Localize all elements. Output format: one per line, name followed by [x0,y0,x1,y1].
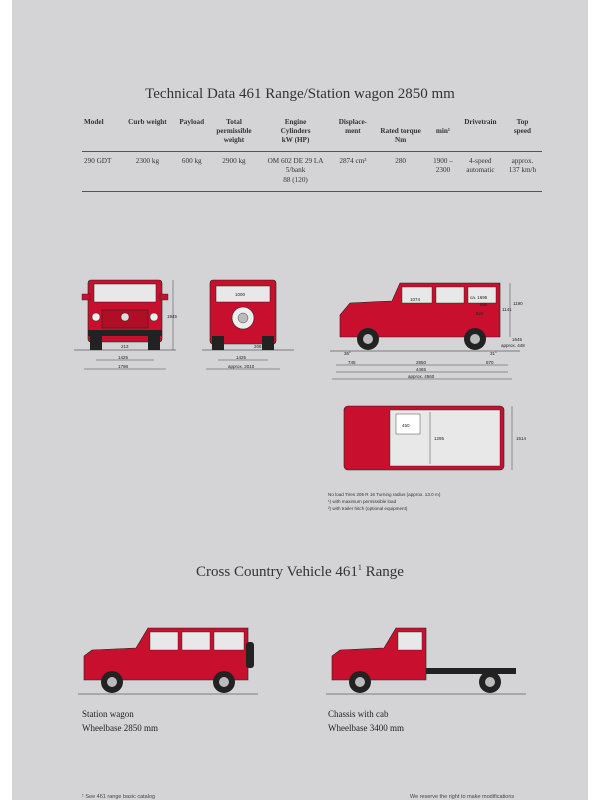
side-view-drawing: 1074 ca. 1695 885 820 1190 1141 1645 app… [330,282,525,380]
dim-rear-width: approx. 2010 [228,364,255,369]
caption-sub: Wheelbase 3400 mm [328,723,404,734]
cell-engine: OM 602 DE 29 LA 5/bank 88 (120) [267,157,324,184]
drawing-notes: No load Tires 205 R 16 Turning radius (a… [328,492,440,513]
cell-top-speed: approx. 137 km/h [508,157,537,175]
station-wagon-drawing [78,627,258,695]
footnote-right: We reserve the right to make modificatio… [410,794,515,800]
dim-side-cab-inner: 885 [480,302,488,307]
header-rpm: min¹ [435,127,451,135]
front-view-drawing: 1945 213 1425 1798 [74,279,178,370]
cell-payload: 600 kg [181,157,202,165]
dim-side-max-height: approx. 448 [501,343,525,348]
header-engine: Engine Cylinders kW (HP) [280,118,311,144]
dim-front-clearance: 213 [121,344,129,349]
caption-title: Chassis with cab [328,709,389,719]
header-displacement: Displace- ment [338,118,368,135]
section-title-suffix: Range [361,564,404,580]
dim-side-cab-height: ca. 1695 [470,295,488,300]
caption-chassis-cab: Chassis with cab Wheelbase 3400 mm [328,707,404,736]
cell-displacement: 2874 cm³ [339,157,367,165]
dim-side-length: 4465 [416,367,427,372]
rear-view-drawing: 1000 206 1425 approx. 2010 [202,279,294,370]
dim-side-front-angle: 36° [344,351,351,356]
cell-drivetrain: 4-speed automatic [466,157,495,175]
section-title-footnote: 1 [357,563,362,572]
chassis-cab-drawing [326,627,526,695]
dim-side-body: 1141 [502,307,512,312]
header-payload: Payload [179,118,205,126]
note-line: ²) with trailer hitch (optional equipmen… [328,505,408,511]
table-row: 290 GDT 2300 kg 600 kg 2900 kg OM 602 DE… [82,152,542,192]
caption-sub: Wheelbase 2850 mm [82,723,158,734]
dim-front-height: 1945 [167,314,178,319]
table-header-row: Model Curb weight Payload Total permissi… [82,115,542,152]
dim-front-width: 1798 [118,364,129,369]
cell-total-weight: 2900 kg [222,157,246,165]
dim-side-rear-len: 820 [476,311,484,316]
cell-model: 290 GDT [84,157,112,165]
header-model: Model [84,118,104,126]
dim-side-length-total: approx. 4560 [408,374,435,379]
cell-curb-weight: 2300 kg [135,157,160,165]
dim-rear-clearance: 206 [254,344,262,349]
header-total-weight: Total permissible weight [216,118,252,144]
caption-title: Station wagon [82,709,134,719]
note-line: ¹) with maximum permissible load [328,498,397,504]
dim-side-front-overhang: 745 [348,360,356,365]
technical-data-table: Model Curb weight Payload Total permissi… [82,115,542,192]
header-curb-weight: Curb weight [128,118,167,126]
dim-top-load-len: 1295 [434,436,445,441]
dim-side-overall-height: 1645 [512,337,523,342]
dim-front-track: 1425 [118,355,129,360]
brochure-page: Technical Data 461 Range/Station wagon 2… [12,0,588,800]
section-title-text: Cross Country Vehicle 461 [196,564,358,580]
page-title: Technical Data 461 Range/Station wagon 2… [145,86,455,102]
top-view-drawing: 450 1295 1514 [343,405,527,471]
dim-side-wheelbase: 2850 [416,360,427,365]
dim-rear-track: 1425 [236,355,247,360]
header-rated-torque: Rated torque Nm [373,115,428,152]
cell-rpm: 1900 – 2300 [433,157,453,175]
dim-side-roof: 1190 [513,301,523,306]
dim-top-seat: 450 [402,423,410,428]
footnote-left: ¹ See 461 range basic catalog [82,794,156,800]
dim-side-rear-angle: 31° [490,351,497,356]
dim-side-inner-height: 1074 [410,297,421,302]
cell-torque: 280 [395,157,406,165]
caption-station-wagon: Station wagon Wheelbase 2850 mm [82,707,158,736]
note-line: No load Tires 205 R 16 Turning radius (a… [328,492,441,497]
header-drivetrain: Drivetrain [464,118,497,126]
dim-rear-top: 1000 [235,292,246,297]
section-title: Cross Country Vehicle 4611 Range [12,563,588,581]
dim-side-rear-overhang: 870 [486,360,494,365]
header-torque-label: Rated torque Nm [380,127,421,144]
dim-top-width: 1514 [516,436,527,441]
header-top-speed: Top speed [513,118,532,135]
